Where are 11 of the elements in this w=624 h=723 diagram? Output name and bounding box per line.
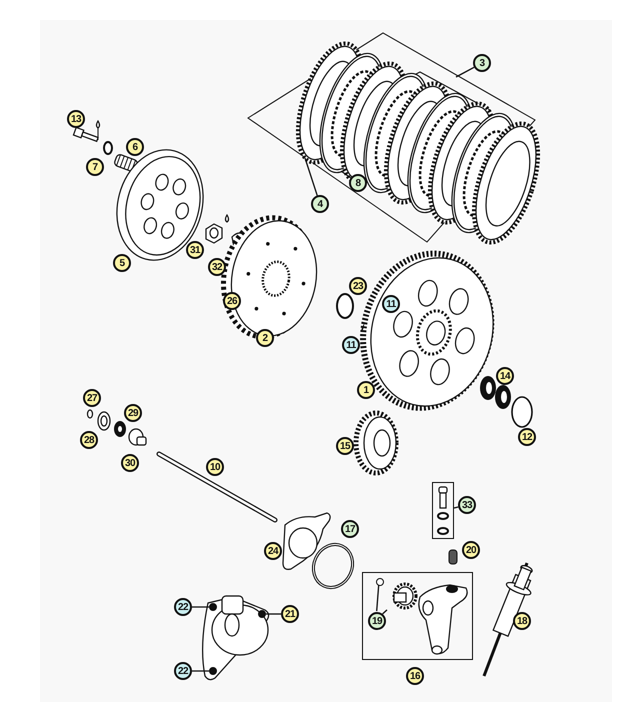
leader-line: [376, 584, 380, 612]
parts-group-frame: [362, 572, 473, 660]
parts-group-frame: [432, 482, 454, 539]
leader-line: [192, 670, 209, 672]
leader-line: [340, 170, 352, 178]
leader-line: [382, 609, 388, 614]
leader-line: [266, 613, 281, 615]
leader-line: [454, 506, 458, 509]
leader-line: [192, 606, 209, 608]
leader-line: [304, 158, 318, 196]
leader-line: [456, 66, 474, 78]
